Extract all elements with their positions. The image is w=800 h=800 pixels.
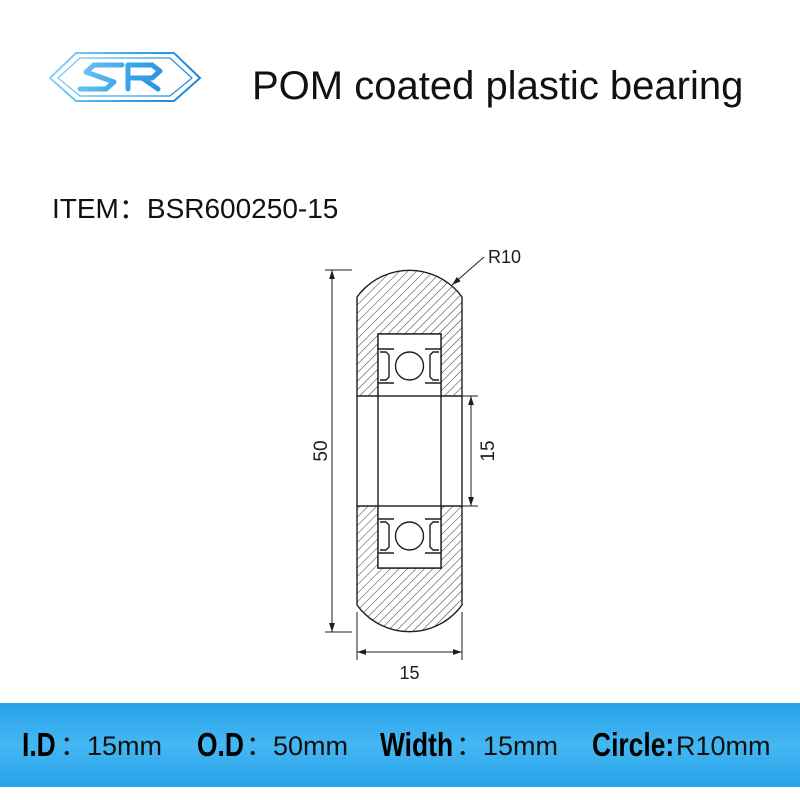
bearing-shield-left (380, 351, 390, 381)
dimension-label-crown-radius: R10 (488, 247, 521, 267)
dimension-label-inner-diameter: 15 (478, 440, 499, 461)
spec-outer-diameter-value: ：50mm (246, 731, 349, 761)
item-label: ITEM： (52, 193, 147, 224)
item-code-line: ITEM：BSR600250-15 (52, 195, 338, 223)
dimension-label-width: 15 (399, 663, 419, 683)
spec-width-label: Width (380, 726, 454, 763)
item-code: BSR600250-15 (146, 193, 339, 224)
bearing-bottom (377, 505, 442, 569)
spec-banner: I.D ：15mm O.D ：50mm Width ：15mm Circle: … (0, 703, 800, 787)
spec-inner-diameter-label: I.D (22, 726, 56, 763)
spec-width-value: ：15mm (456, 731, 559, 761)
spec-circle-value: R10mm (676, 731, 771, 761)
logo-frame-outer (48, 52, 202, 102)
bearing-shield-left (380, 521, 390, 551)
bearing-shield-right (429, 351, 439, 381)
brand-logo (48, 52, 202, 102)
logo-r-stroke (125, 62, 163, 92)
logo-frame-inner (57, 57, 193, 97)
bearing-bore (377, 396, 442, 506)
dimension-outer-diameter: 50 (311, 269, 352, 633)
leader-line (451, 256, 485, 286)
dimension-crown-radius: R10 (451, 247, 521, 286)
logo-s-stroke (77, 62, 125, 92)
bearing-top (377, 333, 442, 397)
spec-inner-diameter-value: ：15mm (60, 731, 163, 761)
dimension-width: 15 (356, 612, 463, 683)
bearing-ball (394, 521, 425, 551)
bearing-shield-right (429, 521, 439, 551)
dimension-label-outer-diameter: 50 (311, 440, 332, 461)
page-title: POM coated plastic bearing (252, 64, 744, 108)
spec-outer-diameter-label: O.D (197, 726, 244, 763)
dimension-inner-diameter: 15 (445, 395, 499, 507)
bearing-ball (394, 351, 425, 381)
spec-circle-label: Circle: (592, 726, 675, 763)
bearing-section-drawing: 50 15 15 R10 (311, 247, 521, 683)
tire-cross-section (356, 269, 463, 633)
